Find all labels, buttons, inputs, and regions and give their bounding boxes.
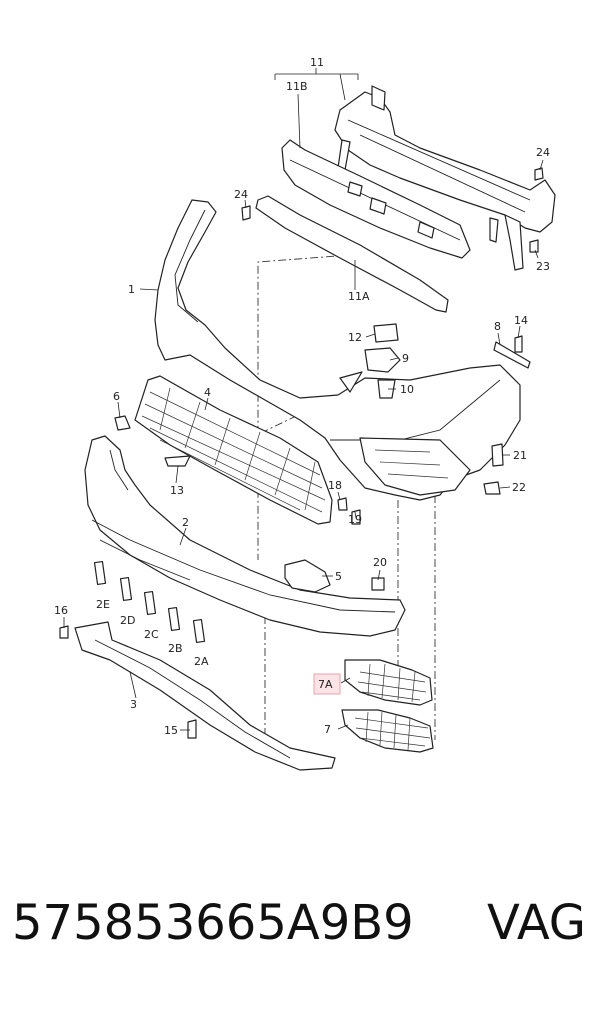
callout-18: 18: [328, 479, 342, 492]
callout-12: 12: [348, 331, 362, 344]
callout-23: 23: [536, 260, 550, 273]
callout-10: 10: [400, 383, 414, 396]
callout-8: 8: [494, 320, 501, 333]
callout-6: 6: [113, 390, 120, 403]
reinforcement-beam[interactable]: [334, 85, 556, 271]
fasteners: [59, 167, 544, 739]
upper-cover-strip[interactable]: [255, 195, 449, 313]
lower-bumper-section[interactable]: [84, 435, 406, 637]
callout-7A-highlight: [313, 673, 341, 695]
callout-2E: 2E: [96, 598, 110, 611]
callout-11A: 11A: [348, 290, 370, 303]
callout-11: 11: [310, 56, 324, 69]
callout-labels: 11 11B 24 24 23 11A 1 12 9 10 8 14 6 4 1…: [54, 56, 550, 737]
footer: 575853665A9B9 VAG: [0, 895, 600, 985]
callout-19: 19: [348, 513, 362, 526]
callout-9: 9: [402, 352, 409, 365]
brand-label: VAG: [487, 895, 586, 951]
callout-2A: 2A: [194, 655, 209, 668]
callout-13: 13: [170, 484, 184, 497]
callout-2C: 2C: [144, 628, 159, 641]
callout-1: 1: [128, 283, 135, 296]
exploded-parts-diagram: 11 11B 24 24 23 11A 1 12 9 10 8 14 6 4 1…: [54, 56, 556, 771]
leader-lines: [63, 68, 544, 731]
energy-absorber[interactable]: [281, 139, 471, 259]
fog-grille-7A[interactable]: [344, 659, 433, 706]
callout-4: 4: [204, 386, 211, 399]
spoiler-strip[interactable]: [74, 621, 336, 771]
callout-2: 2: [182, 516, 189, 529]
callout-11B: 11B: [286, 80, 308, 93]
callout-21: 21: [513, 449, 527, 462]
callout-2D: 2D: [120, 614, 135, 627]
main-grille[interactable]: [134, 375, 333, 525]
callout-24-right: 24: [536, 146, 550, 159]
callout-15: 15: [164, 724, 178, 737]
part-number: 575853665A9B9: [12, 895, 414, 951]
callout-5: 5: [335, 570, 342, 583]
callout-16: 16: [54, 604, 68, 617]
callout-14: 14: [514, 314, 528, 327]
callout-20: 20: [373, 556, 387, 569]
callout-7A: 7A: [318, 678, 333, 691]
callout-7: 7: [324, 723, 331, 736]
callout-3: 3: [130, 698, 137, 711]
callout-2B: 2B: [168, 642, 183, 655]
callout-24-left: 24: [234, 188, 248, 201]
callout-22: 22: [512, 481, 526, 494]
fog-grille-7[interactable]: [341, 709, 434, 753]
bumper-cover[interactable]: [154, 199, 521, 501]
